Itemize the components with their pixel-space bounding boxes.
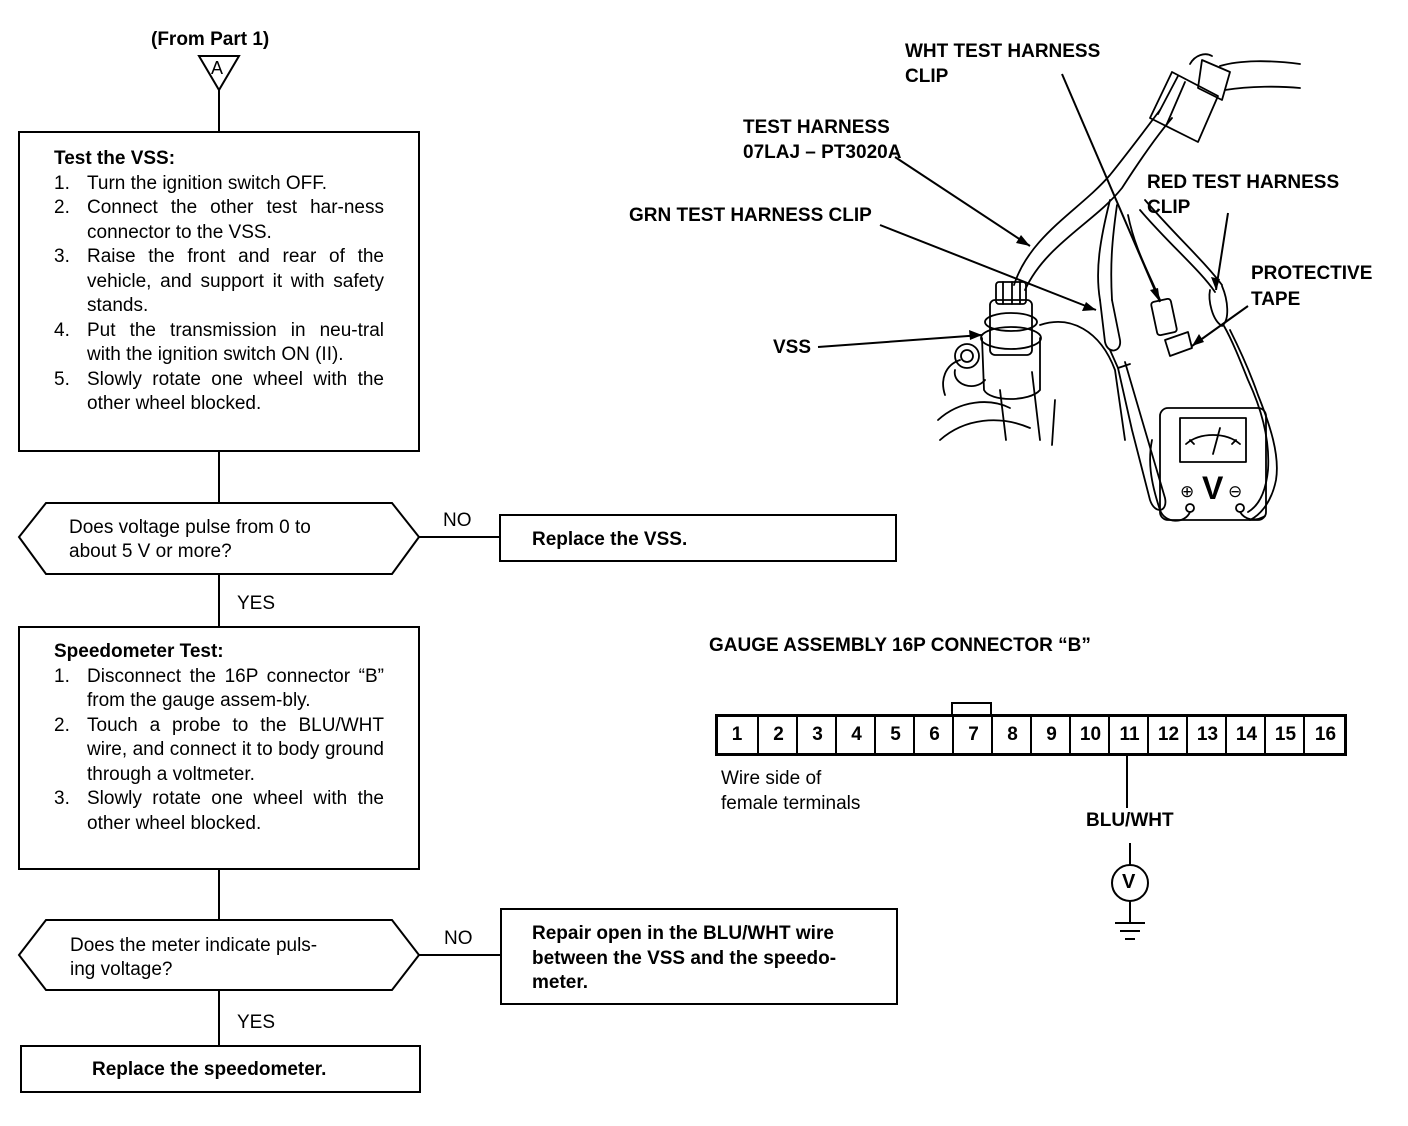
connector-title: GAUGE ASSEMBLY 16P CONNECTOR “B” [709, 635, 1091, 656]
connector-locking-tab [951, 702, 992, 714]
step-item: 1.Disconnect the 16P connector “B” from … [54, 665, 384, 712]
connector-pin: 10 [1069, 717, 1110, 753]
decision-meter-pulsing-no: NO [444, 928, 473, 949]
grn-lead-wire [1097, 199, 1111, 301]
step-item: 3.Slowly rotate one wheel with the other… [54, 788, 384, 834]
speedometer-test-box: Speedometer Test: 1.Disconnect the 16P c… [18, 626, 420, 870]
wht-clip-tape [1164, 331, 1193, 357]
red-clip-label-line1: RED TEST HARNESS [1147, 172, 1340, 193]
replace-vss-text: Replace the VSS. [532, 529, 688, 550]
connector-pin: 16 [1303, 717, 1346, 753]
decision-voltage-pulse-yes: YES [237, 593, 276, 614]
connector-pin: 5 [874, 717, 915, 753]
mounting-bolt [954, 343, 980, 369]
repair-open-line3: meter. [532, 972, 588, 993]
voltmeter-v-symbol: V [1202, 470, 1224, 506]
wire-side-label-line2: female terminals [721, 793, 861, 814]
connector-pin: 12 [1147, 717, 1188, 753]
step-item: 4.Put the transmission in neu-tral with … [54, 319, 384, 366]
decision-voltage-pulse-no: NO [443, 510, 472, 531]
connector-pin: 13 [1186, 717, 1227, 753]
decision-meter-pulsing-line1: Does the meter indicate puls- [70, 935, 318, 956]
flow-connectors [197, 55, 500, 1045]
step-item: 1.Turn the ignition switch OFF. [54, 172, 328, 194]
connector-pin: 15 [1264, 717, 1305, 753]
red-clip-label-line2: CLIP [1147, 197, 1191, 218]
connector-schematic [951, 702, 1149, 940]
test-vss-steps: 1.Turn the ignition switch OFF. 2.Connec… [54, 172, 384, 417]
connector-pin: 11 [1108, 717, 1149, 753]
vss-label: VSS [773, 337, 812, 358]
label-leaders [817, 73, 1249, 348]
protective-tape-label-line1: PROTECTIVE [1251, 263, 1373, 284]
test-harness-label-line2: 07LAJ – PT3020A [743, 142, 902, 163]
decision-meter-pulsing-yes: YES [237, 1012, 276, 1033]
test-vss-box: Test the VSS: 1.Turn the ignition switch… [18, 131, 420, 452]
voltmeter-terminal-minus [1235, 503, 1245, 513]
protective-tape-label-line2: TAPE [1251, 289, 1301, 310]
step-item: 5.Slowly rotate one wheel with the other… [54, 368, 384, 415]
grn-clip-sleeve [1099, 299, 1121, 352]
off-page-connector-triangle [197, 55, 241, 92]
wire-side-label-line1: Wire side of [721, 768, 822, 789]
vss-illustration [937, 53, 1301, 522]
repair-open-line2: between the VSS and the speedo- [532, 948, 837, 969]
decision-voltage-pulse-shape [17, 502, 421, 575]
wht-clip-label-line2: CLIP [905, 66, 949, 87]
voltmeter-dial-window [1179, 417, 1247, 463]
speedometer-test-steps: 1.Disconnect the 16P connector “B” from … [54, 665, 384, 837]
connector-pin: 3 [796, 717, 837, 753]
connector-pin: 8 [991, 717, 1032, 753]
connector-pin: 14 [1225, 717, 1266, 753]
step-item: 2.Connect the other test har-ness connec… [54, 197, 384, 243]
repair-open-box [500, 908, 898, 1005]
speedometer-test-title: Speedometer Test: [54, 641, 224, 662]
replace-speedometer-box [20, 1045, 421, 1093]
voltmeter-terminal-plus [1185, 503, 1195, 513]
wht-clip [1150, 297, 1178, 337]
harness-connector-upper [1149, 71, 1219, 143]
repair-open-line1: Repair open in the BLU/WHT wire [532, 923, 834, 944]
test-vss-title: Test the VSS: [54, 148, 176, 169]
replace-speedometer-text: Replace the speedometer. [92, 1059, 327, 1080]
voltmeter-minus-symbol: ⊖ [1228, 482, 1243, 501]
off-page-connector-letter: A [211, 58, 224, 78]
connector-pin: 9 [1030, 717, 1071, 753]
connector-pin: 1 [731, 724, 743, 745]
step-item: 3.Raise the front and rear of the vehicl… [54, 246, 384, 316]
decision-meter-pulsing-line2: ing voltage? [70, 959, 173, 980]
test-harness-label-line1: TEST HARNESS [743, 117, 890, 138]
connector-pin: 7 [952, 717, 993, 753]
connector-pin: 6 [913, 717, 954, 753]
voltmeter-body [1159, 407, 1267, 521]
red-clip-sleeve [1208, 285, 1229, 327]
decision-meter-pulsing-shape [17, 919, 421, 991]
decision-voltage-pulse-line2: about 5 V or more? [69, 541, 232, 562]
connector-16p-body: 1 2 3 4 5 6 7 8 9 10 11 12 13 14 15 16 [715, 714, 1347, 756]
connector-pin: 4 [835, 717, 876, 753]
red-lead-wire [1139, 209, 1216, 293]
voltmeter-plus-symbol: ⊕ [1180, 482, 1195, 501]
from-part-label: (From Part 1) [151, 29, 270, 50]
wht-clip-label-line1: WHT TEST HARNESS [905, 41, 1101, 62]
grn-clip-label: GRN TEST HARNESS CLIP [629, 205, 872, 226]
voltmeter-symbol-letter: V [1122, 871, 1136, 893]
step-item: 2.Touch a probe to the BLU/WHT wire, and… [54, 714, 384, 785]
decision-voltage-pulse-line1: Does voltage pulse from 0 to [69, 517, 311, 538]
blu-wht-wire-label: BLU/WHT [1086, 810, 1174, 831]
replace-vss-box [499, 514, 897, 562]
connector-pin: 2 [757, 717, 798, 753]
